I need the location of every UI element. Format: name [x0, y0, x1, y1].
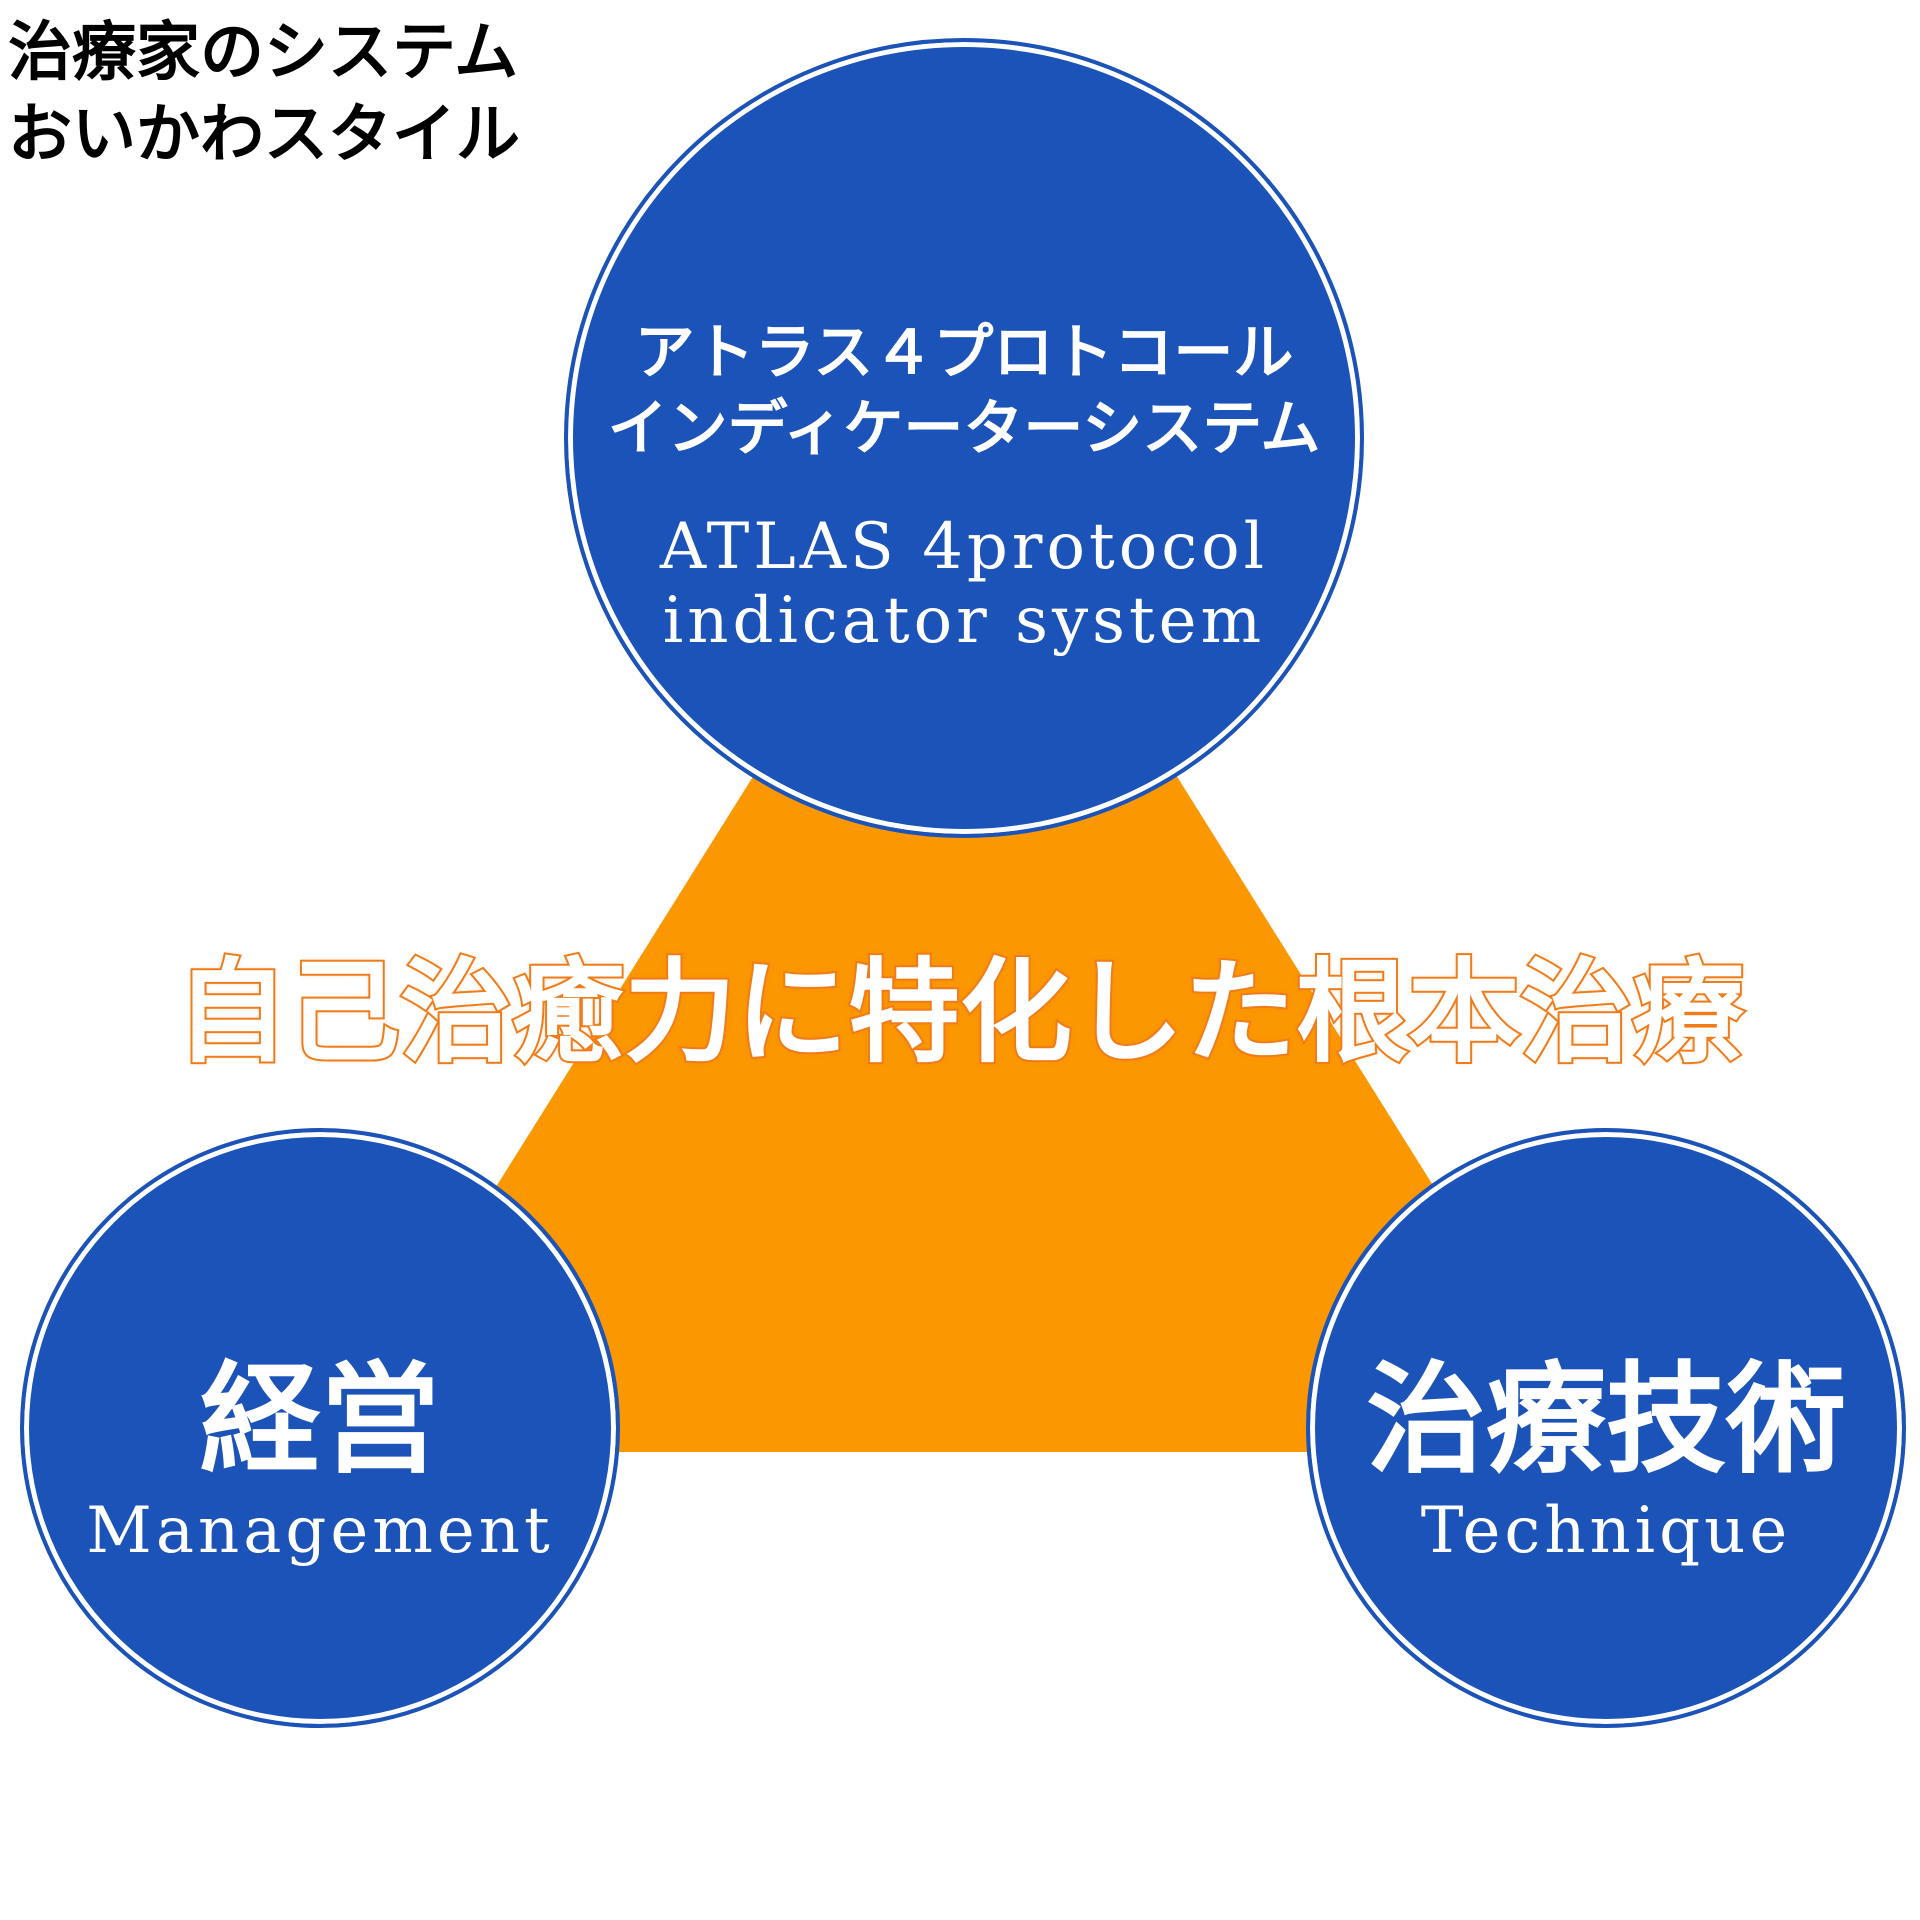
title-line-2: おいかわスタイル — [8, 98, 520, 172]
atlas-jp-line-2: インディケーターシステム — [607, 394, 1321, 464]
orange-triangle — [330, 438, 1600, 1452]
atlas-en-line-2: indicator system — [662, 584, 1266, 658]
circle-management: 経営 Management — [20, 1128, 620, 1728]
technique-jp: 治療技術 — [1366, 1351, 1846, 1490]
management-en: Management — [86, 1494, 554, 1568]
center-label: 自己治癒力に特化した根本治療 — [174, 946, 1746, 1080]
title-line-1: 治療家のシステム — [8, 16, 519, 90]
circle-technique: 治療技術 Technique — [1306, 1128, 1906, 1728]
page-title: 治療家のシステム おいかわスタイル — [8, 12, 520, 176]
management-jp: 経営 — [200, 1351, 440, 1490]
atlas-jp-line-1: アトラス４プロトコール — [634, 318, 1294, 388]
atlas-en-line-1: ATLAS 4protocol — [659, 510, 1269, 584]
circle-atlas: アトラス４プロトコール インディケーターシステム ATLAS 4protocol… — [564, 38, 1364, 838]
technique-en: Technique — [1420, 1494, 1792, 1568]
